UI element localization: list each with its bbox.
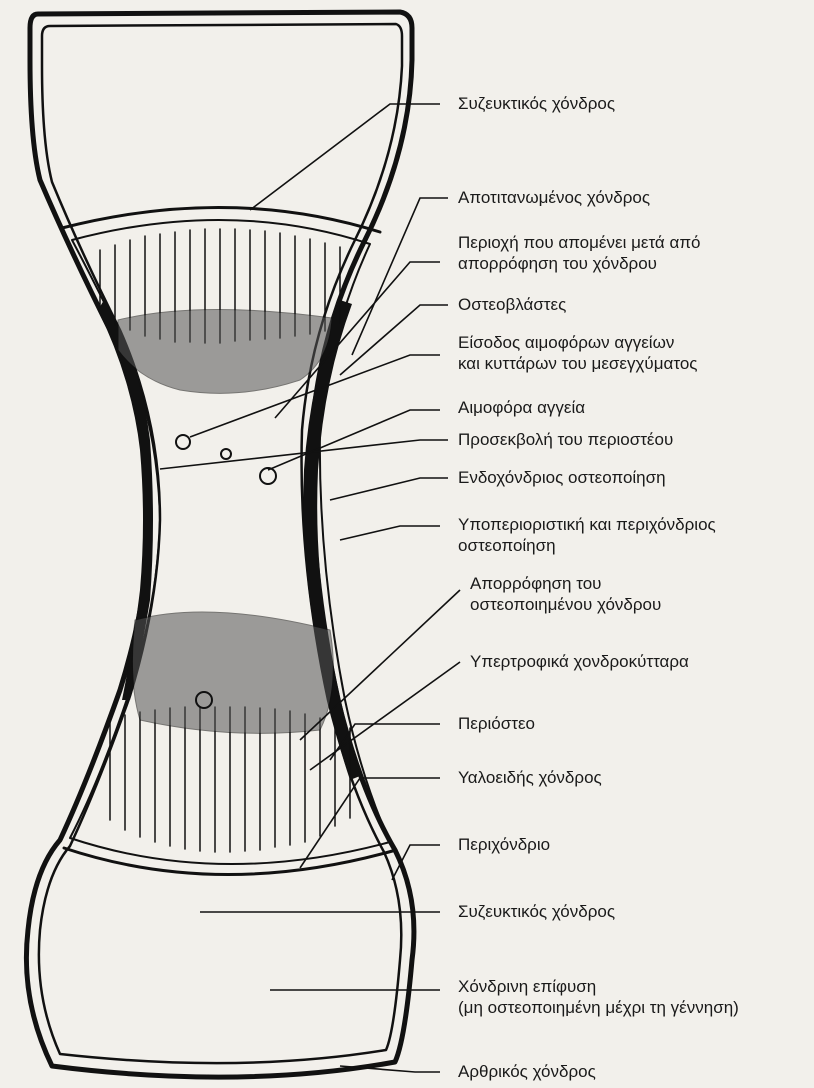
label-ypertrofika: Υπερτροφικά χονδροκύτταρα xyxy=(470,651,689,672)
label-line: Υποπεριοριστική και περιχόνδριος xyxy=(458,514,716,535)
label-line: Περιχόνδριο xyxy=(458,834,550,855)
label-line: Προσεκβολή του περιοστέου xyxy=(458,429,673,450)
label-apotitanomenos: Αποτιτανωμένος χόνδρος xyxy=(458,187,650,208)
label-line: Συζευκτικός χόνδρος xyxy=(458,93,615,114)
label-line: Αρθρικός χόνδρος xyxy=(458,1061,596,1082)
label-line: και κυττάρων του μεσεγχύματος xyxy=(458,353,697,374)
label-line: Περιοχή που απομένει μετά από xyxy=(458,232,701,253)
label-eisodos: Είσοδος αιμοφόρων αγγείων και κυττάρων τ… xyxy=(458,332,697,374)
label-line: Χόνδρινη επίφυση xyxy=(458,976,739,997)
label-line: Απορρόφηση του xyxy=(470,573,661,594)
label-prosekvoli: Προσεκβολή του περιοστέου xyxy=(458,429,673,450)
label-line: οστεοποιημένου χόνδρου xyxy=(470,594,661,615)
label-yaloeidis: Υαλοειδής χόνδρος xyxy=(458,767,602,788)
label-line: απορρόφηση του χόνδρου xyxy=(458,253,701,274)
label-line: Περιόστεο xyxy=(458,713,535,734)
label-syzeuktikos-bottom: Συζευκτικός χόνδρος xyxy=(458,901,615,922)
label-osteoblastes: Οστεοβλάστες xyxy=(458,294,566,315)
label-line: Είσοδος αιμοφόρων αγγείων xyxy=(458,332,697,353)
label-periochi: Περιοχή που απομένει μετά από απορρόφηση… xyxy=(458,232,701,274)
label-line: Υαλοειδής χόνδρος xyxy=(458,767,602,788)
bone-outline xyxy=(26,12,414,1077)
label-arthrikos: Αρθρικός χόνδρος xyxy=(458,1061,596,1082)
label-line: Ενδοχόνδριος οστεοποίηση xyxy=(458,467,666,488)
label-aporrofisi: Απορρόφηση του οστεοποιημένου χόνδρου xyxy=(470,573,661,615)
label-aimofora: Αιμοφόρα αγγεία xyxy=(458,397,585,418)
label-periosteo: Περιόστεο xyxy=(458,713,535,734)
label-line: Οστεοβλάστες xyxy=(458,294,566,315)
label-line: Συζευκτικός χόνδρος xyxy=(458,901,615,922)
label-line: (μη οστεοποιημένη μέχρι τη γέννηση) xyxy=(458,997,739,1018)
label-perichondrio: Περιχόνδριο xyxy=(458,834,550,855)
label-line: Αιμοφόρα αγγεία xyxy=(458,397,585,418)
label-ypoperioristiki: Υποπεριοριστική και περιχόνδριος οστεοπο… xyxy=(458,514,716,556)
label-line: οστεοποίηση xyxy=(458,535,716,556)
label-syzeuktikos-top: Συζευκτικός χόνδρος xyxy=(458,93,615,114)
label-chondrini: Χόνδρινη επίφυση (μη οστεοποιημένη μέχρι… xyxy=(458,976,739,1018)
label-line: Αποτιτανωμένος χόνδρος xyxy=(458,187,650,208)
label-endochondrios: Ενδοχόνδριος οστεοποίηση xyxy=(458,467,666,488)
label-line: Υπερτροφικά χονδροκύτταρα xyxy=(470,651,689,672)
